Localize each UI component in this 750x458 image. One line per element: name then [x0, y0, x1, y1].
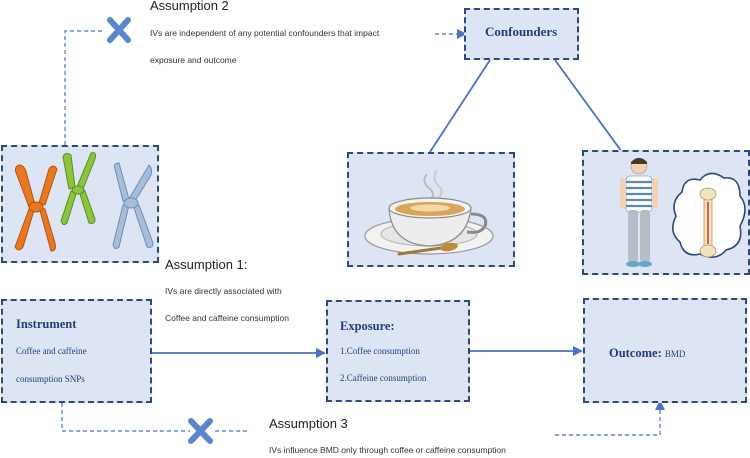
- coffee-image-box: [347, 152, 515, 267]
- assumption2-cross-icon: [107, 17, 131, 43]
- assumption2-dashed-connector: [64, 30, 105, 145]
- confounders-to-coffee-line: [429, 59, 491, 153]
- outcome-value: BMD: [664, 349, 686, 359]
- assumption2-title: Assumption 2: [150, 0, 229, 13]
- instrument-line1: Coffee and caffeine: [16, 346, 87, 356]
- person-icon: [620, 157, 658, 267]
- chromosome-icon: [14, 152, 154, 252]
- person-bone-image-box: [582, 150, 750, 275]
- bone-icon: [672, 172, 746, 258]
- assumption2-line1: IVs are independent of any potential con…: [150, 28, 380, 38]
- instrument-box: Instrument Coffee and caffeine consumpti…: [1, 299, 152, 403]
- confounders-to-outcome-line: [554, 59, 623, 153]
- exposure-item1: 1.Coffee consumption: [340, 346, 420, 356]
- outcome-title: Outcome:: [609, 346, 662, 360]
- assumption1-line2: Coffee and caffeine consumption: [165, 313, 289, 323]
- assumption3-dashed-arrow: [555, 400, 665, 436]
- confounders-box: Confounders: [464, 8, 579, 60]
- exposure-box: Exposure: 1.Coffee consumption 2.Caffein…: [326, 300, 470, 402]
- assumption3-dashed-connector: [61, 403, 190, 432]
- outcome-box: Outcome: BMD: [583, 298, 747, 403]
- coffee-cup-icon: [364, 169, 494, 256]
- confounders-label: Confounders: [485, 24, 558, 39]
- assumption3-line1: IVs influence BMD only through coffee or…: [269, 445, 506, 455]
- exposure-item2: 2.Caffeine consumption: [340, 373, 427, 383]
- chromosome-image-box: [1, 145, 159, 263]
- exposure-title: Exposure:: [340, 319, 395, 333]
- person-bone-icon: [620, 157, 746, 267]
- outcome-label: Outcome: BMD: [609, 346, 685, 361]
- assumption1-title: Assumption 1:: [165, 257, 248, 272]
- instrument-line2: consumption SNPs: [16, 374, 85, 384]
- assumption1-line1: IVs are directly associated with: [165, 286, 282, 296]
- instrument-title: Instrument: [16, 317, 77, 331]
- assumption3-title: Assumption 3: [269, 416, 348, 431]
- assumption3-cross-icon: [188, 418, 213, 444]
- assumption2-line2: exposure and outcome: [150, 55, 237, 65]
